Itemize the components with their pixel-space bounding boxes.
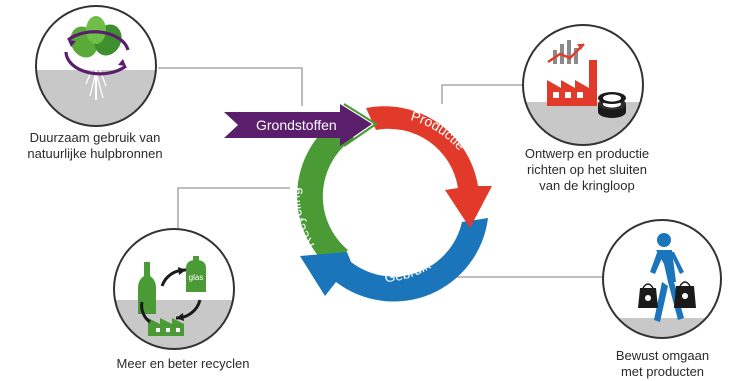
grondstoffen-arrow <box>224 104 372 146</box>
glas-label: glas <box>189 273 204 282</box>
caption-line: met producten <box>620 364 705 379</box>
caption-line: Ontwerp en productie <box>524 146 650 161</box>
gebruik-arrow <box>300 218 488 302</box>
caption-line: Bewust omgaan <box>615 348 710 363</box>
caption-top-right: Ontwerp en productie richten op het slui… <box>512 146 662 194</box>
person-shopping-icon <box>638 233 696 322</box>
connector-top-right <box>441 84 522 104</box>
glass-recycling-icon: glas <box>138 256 206 336</box>
caption-top-left: Duurzaam gebruik van natuurlijke hulpbro… <box>10 130 180 162</box>
recycling-arrow <box>297 118 354 268</box>
caption-bottom-left: Meer en beter recyclen <box>108 356 258 372</box>
connector-top-left <box>158 67 303 106</box>
caption-line: Duurzaam gebruik van <box>29 130 161 145</box>
station-bottom-right <box>602 219 722 339</box>
caption-line: Meer en beter recyclen <box>116 356 250 371</box>
grondstoffen-label: Grondstoffen <box>256 117 337 133</box>
ground-shape <box>603 318 721 338</box>
connector-bottom-left <box>177 187 290 228</box>
caption-bottom-right: Bewust omgaan met producten <box>600 348 725 380</box>
caption-line: van de kringloop <box>539 178 635 193</box>
caption-line: natuurlijke hulpbronnen <box>27 146 163 161</box>
caption-line: richten op het sluiten <box>527 162 647 177</box>
station-top-left <box>35 5 157 127</box>
factory-chart-icon <box>547 40 626 118</box>
station-bottom-left: glas <box>113 228 235 350</box>
productie-arrow <box>366 106 492 228</box>
station-top-right <box>522 24 644 146</box>
cycle-arrows <box>224 103 492 302</box>
plant-cycle-icon <box>64 16 130 100</box>
